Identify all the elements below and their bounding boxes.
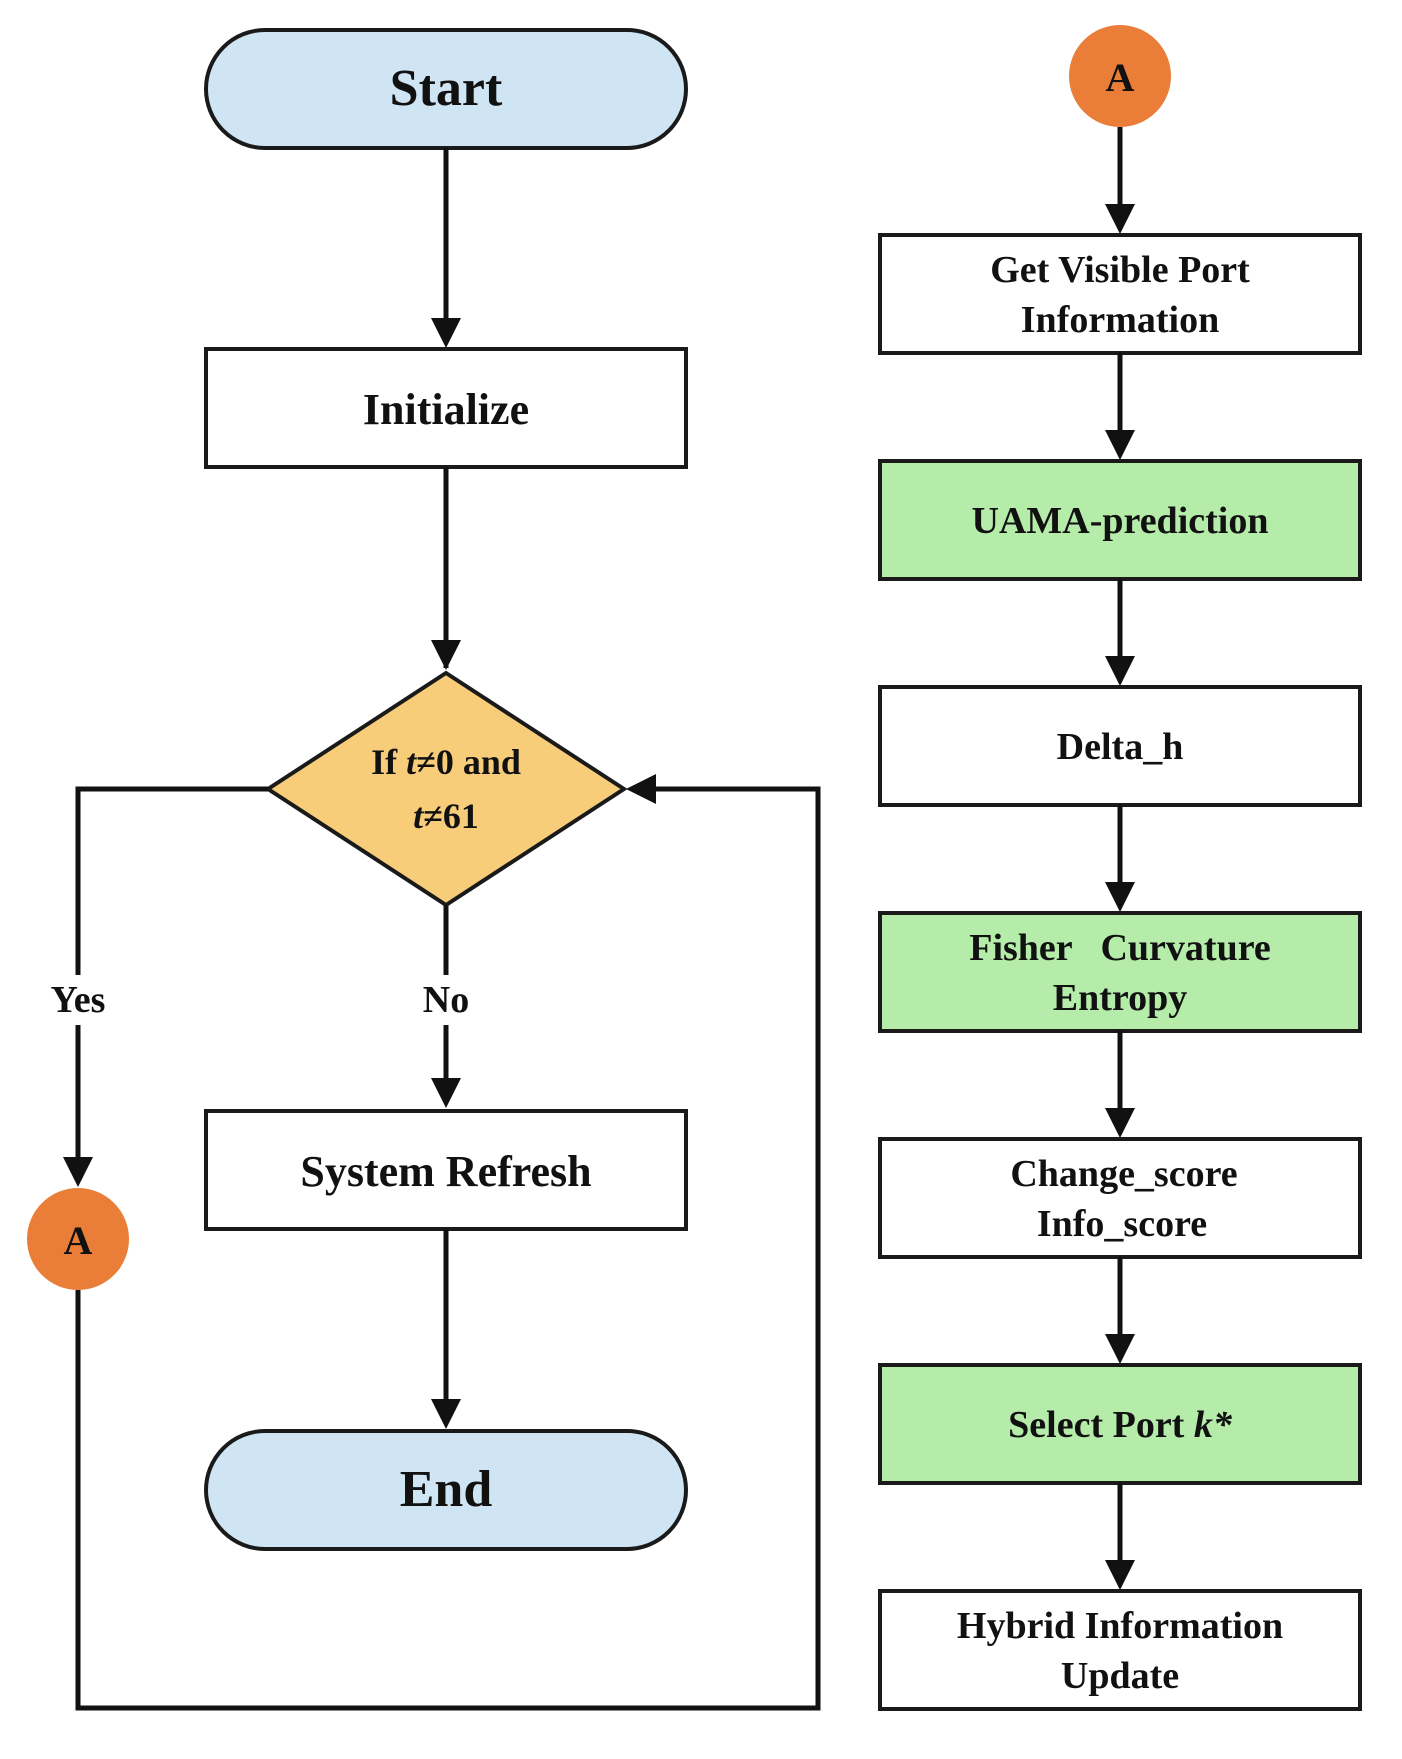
fisher-curvature-box: Fisher Curvature Entropy <box>878 911 1362 1033</box>
initialize-shape <box>204 347 688 469</box>
connector-a-left-shape <box>27 1188 129 1290</box>
delta-h-label: Delta_h <box>1057 726 1184 768</box>
connector-a-top: A <box>1069 25 1171 127</box>
connector-a-left-label: A <box>64 1218 93 1263</box>
connector-a-left: A <box>27 1188 129 1290</box>
info-score-label: Info_score <box>1037 1203 1207 1245</box>
select-port-prefix: Select Port <box>1008 1404 1194 1446</box>
system-refresh-box: System Refresh <box>204 1109 688 1231</box>
select-port-label: Select Port k* <box>1008 1404 1233 1446</box>
scores-shape <box>878 1137 1362 1259</box>
get-visible-port-line-2: Information <box>1021 299 1219 341</box>
start-label: Start <box>390 60 503 117</box>
arrowhead-scores-to-select <box>1105 1334 1135 1364</box>
decision-line1-suffix: ≠0 and <box>416 742 521 782</box>
start-terminal: Start <box>204 28 688 150</box>
decision-line-1: If t≠0 and <box>371 742 521 782</box>
fisher-curvature-line-2: Entropy <box>1053 977 1187 1019</box>
end-shape <box>204 1429 688 1551</box>
decision-var-t1: t <box>406 742 417 782</box>
arrowhead-delta-to-fisher <box>1105 882 1135 912</box>
decision-line2-suffix: ≠61 <box>423 796 479 836</box>
hybrid-update-shape <box>878 1589 1362 1711</box>
connector-a-top-label: A <box>1106 55 1135 100</box>
fisher-curvature-shape <box>878 911 1362 1033</box>
arrowhead-loop-back <box>626 774 656 804</box>
delta-h-box: Delta_h <box>878 685 1362 807</box>
no-label: No <box>423 979 469 1021</box>
arrowhead-fisher-to-scores <box>1105 1108 1135 1138</box>
arrow-yes-branch <box>75 786 268 1180</box>
change-score-label: Change_score <box>1010 1153 1237 1195</box>
get-visible-port-shape <box>878 233 1362 355</box>
decision-var-t2: t <box>413 796 424 836</box>
decision-line-2: t≠61 <box>413 796 479 836</box>
uama-prediction-label: UAMA-prediction <box>972 500 1269 542</box>
hybrid-update-line-1: Hybrid Information <box>957 1605 1283 1647</box>
arrowhead-no-branch <box>431 1078 461 1108</box>
select-port-var: k* <box>1194 1404 1233 1446</box>
decision-line1-prefix: If <box>371 742 406 782</box>
system-refresh-label: System Refresh <box>300 1147 591 1196</box>
hybrid-update-box: Hybrid Information Update <box>878 1589 1362 1711</box>
initialize-label: Initialize <box>363 385 529 434</box>
initialize-box: Initialize <box>204 347 688 469</box>
yes-label-bg <box>40 975 116 1025</box>
arrowhead-getport-to-uama <box>1105 430 1135 460</box>
delta-h-shape <box>878 685 1362 807</box>
arrowhead-refresh-to-end <box>431 1399 461 1429</box>
arrowhead-start-to-initialize <box>431 318 461 348</box>
select-port-box: Select Port k* <box>878 1363 1362 1485</box>
end-terminal: End <box>204 1429 688 1551</box>
arrowhead-a-to-getport <box>1105 204 1135 234</box>
end-label: End <box>400 1461 493 1518</box>
select-port-shape <box>878 1363 1362 1485</box>
uama-prediction-shape <box>878 459 1362 581</box>
hybrid-update-line-2: Update <box>1061 1655 1179 1697</box>
arrowhead-uama-to-delta <box>1105 656 1135 686</box>
decision-shape <box>264 670 628 908</box>
get-visible-port-line-1: Get Visible Port <box>990 249 1250 291</box>
yes-label: Yes <box>51 979 106 1021</box>
scores-box: Change_score Info_score <box>878 1137 1362 1259</box>
no-label-bg <box>408 975 484 1025</box>
arrow-loop-back <box>75 786 821 1711</box>
uama-prediction-box: UAMA-prediction <box>878 459 1362 581</box>
connector-a-top-shape <box>1069 25 1171 127</box>
arrowhead-yes-branch <box>63 1157 93 1187</box>
arrowhead-initialize-to-decision <box>431 640 461 670</box>
arrowhead-select-to-hybrid <box>1105 1560 1135 1590</box>
get-visible-port-box: Get Visible Port Information <box>878 233 1362 355</box>
decision-node: If t≠0 and t≠61 <box>264 670 628 908</box>
fisher-curvature-line-1: Fisher Curvature <box>969 927 1271 969</box>
